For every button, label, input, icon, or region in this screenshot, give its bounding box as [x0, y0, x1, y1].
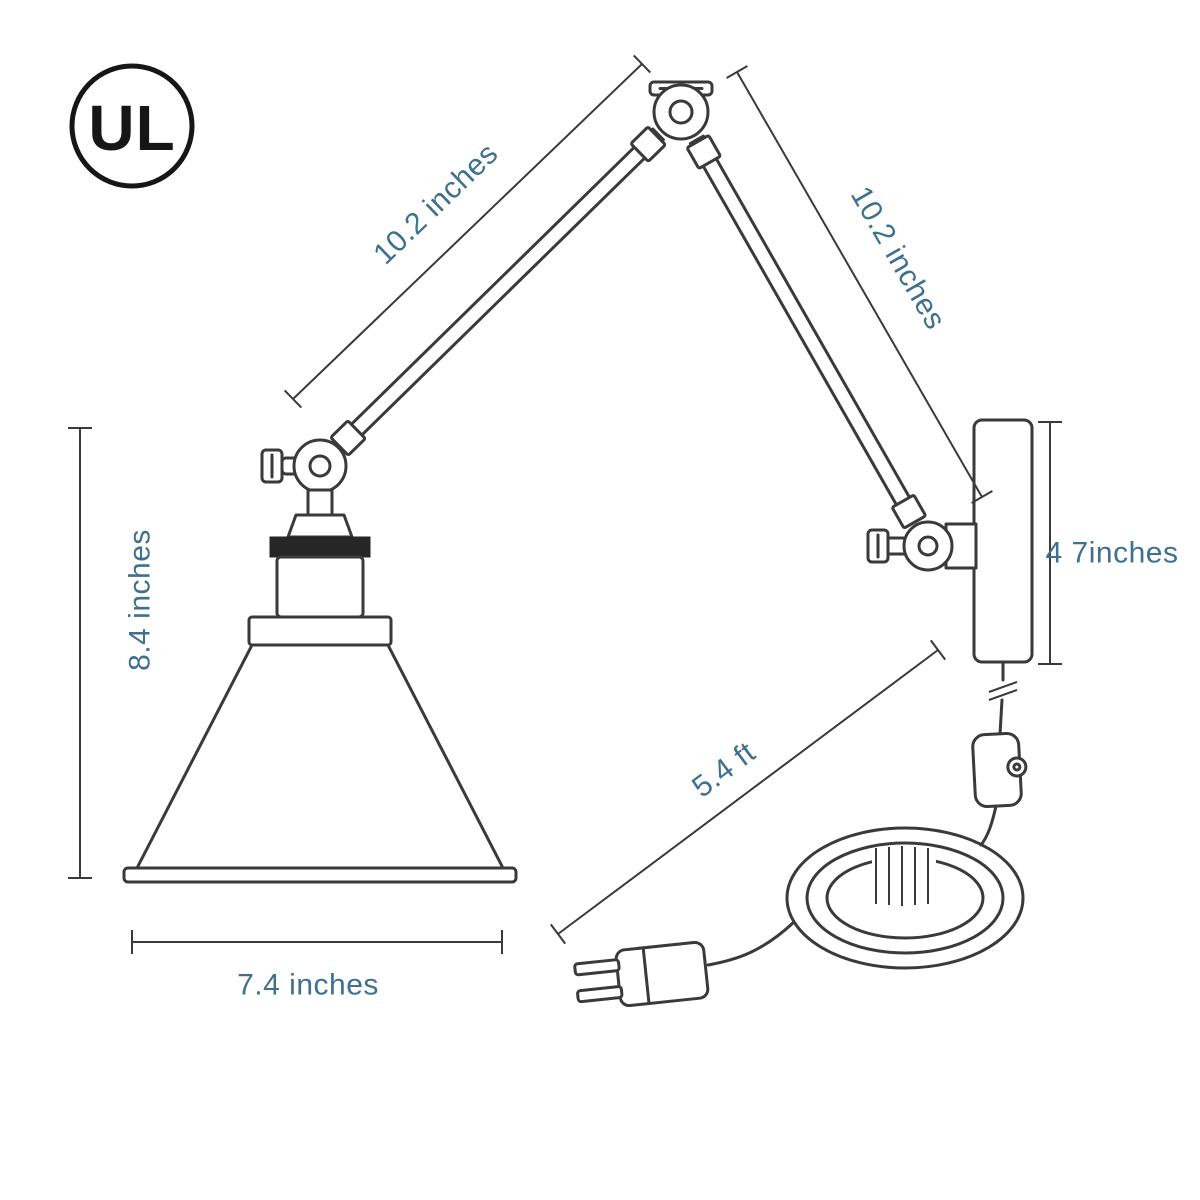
plug-prong [576, 985, 624, 1004]
plug-face-line [641, 946, 651, 1006]
coil-loop [785, 826, 1025, 970]
power-cord [573, 660, 1028, 1008]
elbow-joint-pin [668, 99, 694, 125]
ul-mark-circle [69, 63, 195, 189]
knuckle-joint-pin [308, 454, 332, 478]
socket-body [275, 555, 365, 619]
power-plug [573, 940, 710, 1008]
cord-segment [979, 804, 998, 847]
lamp-shade [122, 643, 518, 884]
socket-link [306, 488, 334, 520]
plug-prong [573, 958, 621, 977]
wall-joint-pin [917, 535, 939, 557]
dimension-backplate-height: 4 7inches [1038, 421, 1179, 665]
switch-wheel-dot [1012, 762, 1022, 772]
socket-cap [286, 513, 354, 539]
ul-mark-text: UL [88, 92, 175, 164]
dimension-ticks [1038, 421, 1062, 665]
dimension-shade-width: 7.4 inches [131, 930, 503, 1002]
dimension-ticks [726, 65, 993, 504]
dimension-shade-height: 8.4 inches [68, 427, 157, 879]
lamp-shade-cone [135, 643, 505, 870]
ul-certification-mark: UL [69, 63, 195, 189]
arm-collar [891, 494, 927, 529]
wall-joint [866, 520, 978, 572]
label-shade-width: 7.4 inches [237, 969, 379, 1002]
elbow-joint [648, 80, 714, 141]
cord-break-marks [988, 681, 1018, 701]
label-cord-length: 5.4 ft [686, 736, 762, 804]
dimension-line [557, 649, 939, 935]
dimension-line [292, 63, 643, 400]
coil-loop [805, 841, 1005, 955]
arm-collar [330, 420, 367, 457]
wall-plate [972, 418, 1034, 664]
upper-arm [330, 126, 667, 457]
plug-body [614, 940, 710, 1008]
shade-rim [122, 866, 518, 884]
dimension-ticks [550, 639, 946, 945]
arm-collar [686, 134, 722, 170]
arm-collar [630, 126, 667, 163]
socket-flange [247, 615, 393, 647]
dimension-ticks [68, 427, 92, 879]
inline-switch [971, 731, 1028, 809]
cord-segment [998, 698, 1004, 736]
dimension-ticks [131, 930, 503, 954]
coil-wrap-backing [872, 850, 936, 902]
dimension-upper-arm: 10.2 inches [283, 54, 652, 409]
arm-knuckle-joint [260, 438, 348, 520]
label-lower-arm-length: 10.2 inches [844, 181, 952, 335]
cord-coil [785, 826, 1025, 970]
label-upper-arm-length: 10.2 inches [367, 137, 504, 271]
lower-arm [686, 134, 927, 529]
label-shade-height: 8.4 inches [124, 529, 157, 671]
label-backplate-height: 4 7inches [1046, 537, 1179, 570]
dimension-ticks [283, 54, 652, 409]
lamp-socket [247, 513, 393, 647]
socket-band [269, 536, 371, 558]
coil-wrap-band [875, 846, 929, 906]
dimension-line [736, 71, 983, 498]
arm-rod [332, 127, 665, 454]
cord-segment [706, 920, 796, 967]
